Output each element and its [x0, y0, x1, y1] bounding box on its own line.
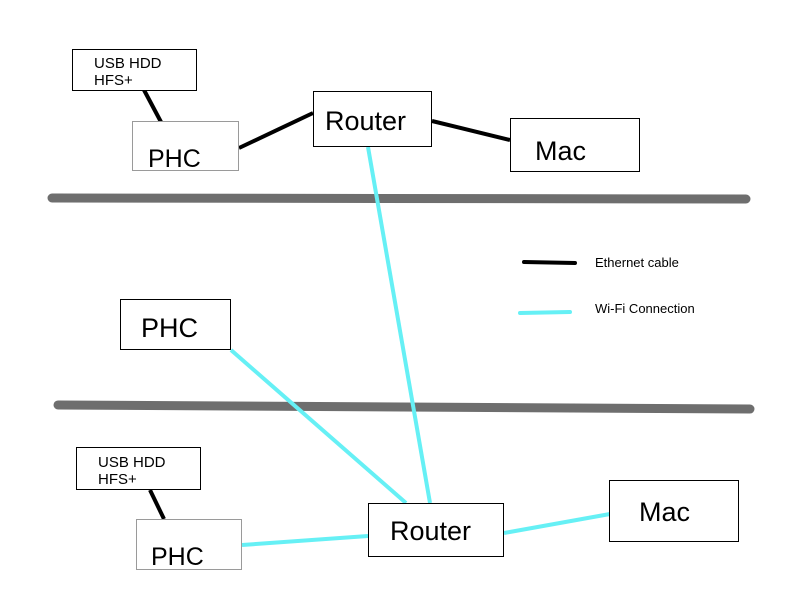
bottom-phc-label: PHC: [151, 543, 204, 571]
legend-wifi-swatch: [518, 310, 572, 315]
bottom-usb-hdd-label: USB HDD HFS+: [98, 454, 166, 488]
floor-divider-lower: [53, 400, 755, 414]
top-mac-label: Mac: [535, 136, 587, 166]
ethernet-link-top-router-to-mac: [431, 119, 511, 142]
legend-wifi-label: Wi-Fi Connection: [595, 301, 695, 316]
wifi-link-middle-phc-to-bottom-router: [229, 348, 408, 505]
ethernet-link-top-hdd-to-phc: [142, 89, 163, 123]
top-usb-hdd-label: USB HDD HFS+: [94, 55, 162, 89]
wifi-link-bottom-phc-to-router: [241, 534, 369, 547]
top-usb-hdd-box: USB HDD HFS+: [72, 49, 197, 91]
bottom-router-box: Router: [368, 503, 504, 557]
legend-ethernet-label: Ethernet cable: [595, 255, 679, 270]
legend-ethernet-swatch: [522, 260, 577, 265]
middle-phc-box: PHC: [120, 299, 231, 350]
wifi-link-bottom-router-to-mac: [503, 512, 611, 535]
top-phc-box: PHC: [132, 121, 239, 173]
wifi-link-top-router-to-bottom-router: [366, 146, 432, 504]
bottom-usb-hdd-box: USB HDD HFS+: [76, 447, 201, 490]
floor-divider-upper: [47, 193, 751, 204]
top-phc-label: PHC: [148, 145, 201, 173]
bottom-mac-box: Mac: [609, 480, 739, 542]
ethernet-link-bottom-hdd-to-phc: [148, 489, 166, 520]
bottom-mac-label: Mac: [639, 497, 691, 527]
top-mac-box: Mac: [510, 118, 640, 172]
bottom-router-label: Router: [390, 516, 472, 546]
top-router-label: Router: [325, 106, 407, 136]
top-router-box: Router: [313, 91, 432, 147]
ethernet-link-top-phc-to-router: [238, 111, 314, 150]
middle-phc-label: PHC: [141, 313, 199, 343]
bottom-phc-box: PHC: [136, 519, 242, 570]
